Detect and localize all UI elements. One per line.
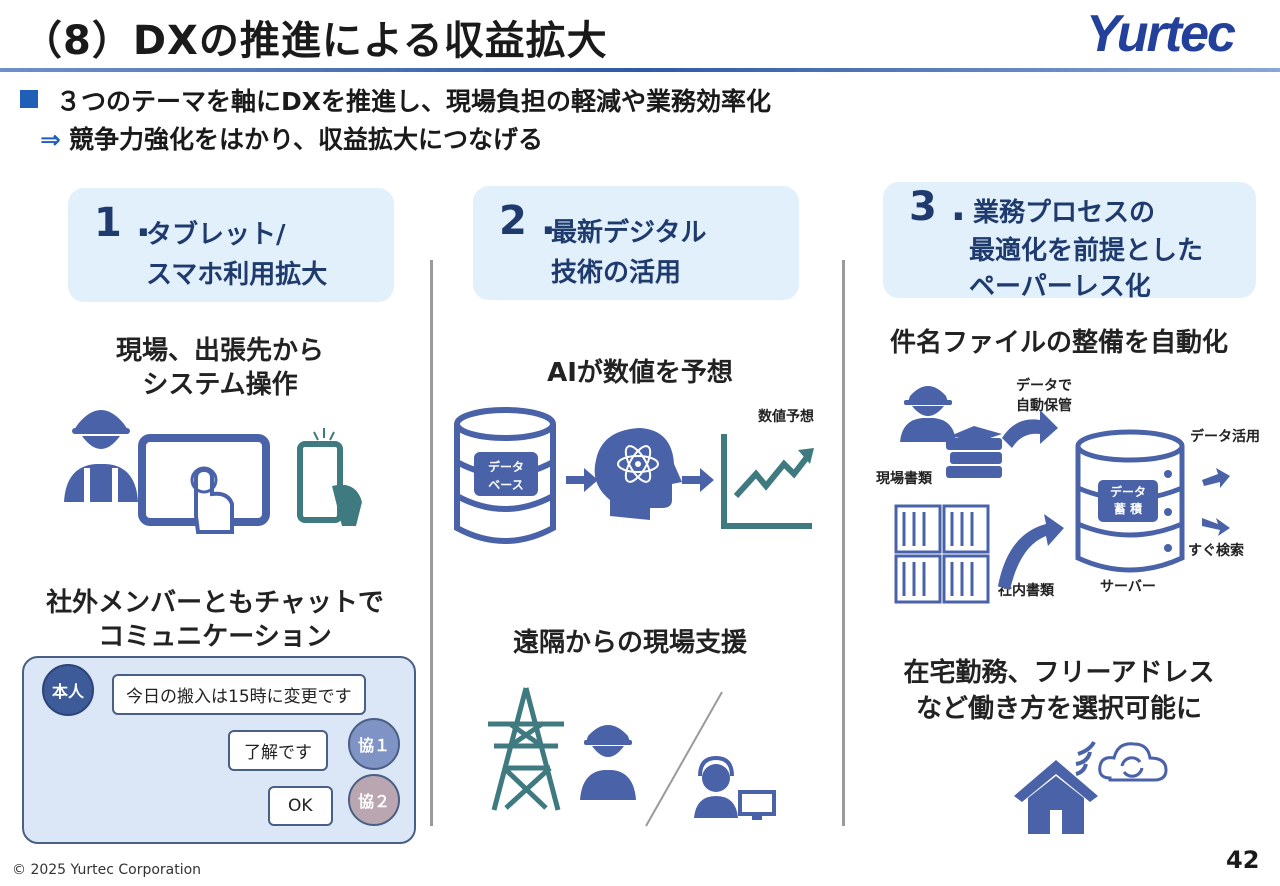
binders-icon xyxy=(894,504,990,604)
col1-heading2-line1: 社外メンバーともチャットで xyxy=(46,588,384,618)
document-stack-icon xyxy=(946,426,1002,478)
col3-paperless-illustration xyxy=(894,386,1230,604)
curved-arrow-icon xyxy=(998,514,1064,590)
col3-heading1: 件名ファイルの整備を自動化 xyxy=(889,328,1228,358)
curved-arrow-icon xyxy=(1002,410,1058,448)
chat-message-3: OK xyxy=(268,786,333,826)
chat-panel: 本人 今日の搬入は15時に変更です 了解です 協１ OK 協２ xyxy=(22,656,416,844)
summary-line-2: ⇒競争力強化をはかり、収益拡大につなげる xyxy=(40,120,543,156)
company-logo: Yurtec xyxy=(1086,5,1236,63)
server-label-bg xyxy=(1098,480,1158,522)
summary-line-2-text: 競争力強化をはかり、収益拡大につなげる xyxy=(68,125,543,154)
theme-2-number: 2 . xyxy=(499,198,556,244)
theme-3-number: 3 . xyxy=(909,184,966,230)
database-label-line2: ベース xyxy=(488,478,524,492)
square-bullet-icon xyxy=(20,90,38,108)
database-label-line1: データ xyxy=(487,460,524,474)
col2-heading2: 遠隔からの現場支援 xyxy=(512,628,747,658)
separator-line xyxy=(645,691,723,827)
remote-operator-icon xyxy=(694,755,776,820)
database-label: データ ベース xyxy=(474,458,538,494)
column-divider-2 xyxy=(842,260,845,826)
theme-2-box: 2 . 最新デジタル 技術の活用 xyxy=(473,186,799,300)
auto-store-label: データで 自動保管 xyxy=(1016,376,1072,416)
col3-heading2-line1: 在宅勤務、フリーアドレス xyxy=(903,658,1215,688)
col1-heading1-line2: システム操作 xyxy=(142,370,298,400)
server-label: サーバー xyxy=(1100,579,1156,595)
data-use-label: データ活用 xyxy=(1190,429,1260,445)
col1-heading2-line2: コミュニケーション xyxy=(98,622,332,652)
server-label: データ 蓄 積 xyxy=(1098,484,1158,518)
chart-arrow-head xyxy=(798,448,814,464)
output-arrow-icon xyxy=(1202,468,1230,488)
search-label: すぐ検索 xyxy=(1188,543,1244,559)
theme-2-label-line1: 最新デジタル xyxy=(551,218,707,248)
col2-heading1: AIが数値を予想 xyxy=(547,358,733,388)
col3-heading2-line2: など働き方を選択可能に xyxy=(915,694,1202,724)
server-database-icon xyxy=(1075,429,1185,573)
implies-arrow-icon: ⇒ xyxy=(40,125,61,154)
avatar-partner-1: 協１ xyxy=(348,718,400,770)
rising-chart-icon xyxy=(721,434,812,529)
ai-head-icon xyxy=(594,428,682,520)
copyright: © 2025 Yurtec Corporation xyxy=(12,862,202,878)
theme-3-label-line1: 業務プロセスの xyxy=(973,198,1156,228)
theme-1-box: 1 . タブレット/ スマホ利用拡大 xyxy=(68,188,394,302)
page-number: 42 xyxy=(1226,846,1260,874)
theme-1-label-line2: スマホ利用拡大 xyxy=(146,260,328,290)
col2-ai-illustration xyxy=(454,407,814,544)
theme-2-label-line2: 技術の活用 xyxy=(551,258,682,288)
arrow-icon xyxy=(682,468,714,492)
arrow-icon xyxy=(566,468,598,492)
avatar-partner-2: 協２ xyxy=(348,774,400,826)
avatar-self: 本人 xyxy=(42,664,94,716)
chat-message-1: 今日の搬入は15時に変更です xyxy=(112,674,366,715)
cloud-sync-icon xyxy=(1098,742,1168,782)
worker-icon xyxy=(64,410,138,502)
auto-store-line1: データで xyxy=(1016,378,1072,394)
column-divider-1 xyxy=(430,260,433,826)
output-arrow-icon xyxy=(1202,518,1230,536)
field-worker-icon xyxy=(580,725,636,800)
wifi-icon xyxy=(1075,741,1096,776)
auto-store-line2: 自動保管 xyxy=(1016,398,1072,414)
col1-heading1-line1: 現場、出張先から xyxy=(115,336,324,366)
forecast-label: 数値予想 xyxy=(758,409,814,425)
worker-icon xyxy=(900,386,956,442)
house-icon xyxy=(1014,760,1098,834)
theme-3-box: 3 . 業務プロセスの 最適化を前提とした ペーパーレス化 xyxy=(883,182,1256,302)
tablet-icon xyxy=(138,434,270,534)
theme-1-number: 1 . xyxy=(94,200,151,246)
internal-docs-label: 社内書類 xyxy=(998,583,1054,599)
header-divider xyxy=(0,68,1280,72)
col2-remote-illustration xyxy=(488,687,776,827)
theme-3-label-line3: ペーパーレス化 xyxy=(969,272,1151,302)
chat-message-2: 了解です xyxy=(228,730,328,771)
power-pylon-icon xyxy=(488,687,564,811)
store-label-line1: データ xyxy=(1109,485,1146,499)
col3-remote-work-illustration xyxy=(1014,741,1168,834)
smartphone-icon xyxy=(297,428,362,526)
col1-device-illustration xyxy=(64,410,362,534)
store-label-line2: 蓄 積 xyxy=(1113,502,1143,516)
field-docs-label: 現場書類 xyxy=(876,471,932,487)
database-label-bg xyxy=(474,452,538,496)
summary-line-1: ３つのテーマを軸にDXを推進し、現場負担の軽減や業務効率化 xyxy=(56,87,772,116)
theme-3-label-line2: 最適化を前提とした xyxy=(969,236,1204,266)
theme-1-label-line1: タブレット/ xyxy=(146,220,286,250)
page-title: （8）DXの推進による収益拡大 xyxy=(22,18,608,64)
